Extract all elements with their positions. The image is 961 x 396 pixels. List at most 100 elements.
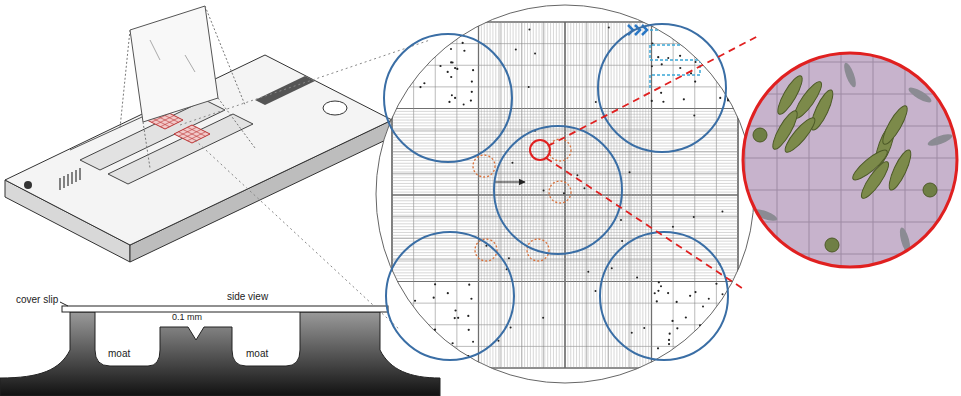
drawing-part xyxy=(62,306,388,312)
drawing-part xyxy=(702,305,704,307)
drawing-part xyxy=(463,103,465,105)
drawing-part xyxy=(705,33,707,35)
drawing-part xyxy=(743,53,957,267)
drawing-part xyxy=(753,128,767,142)
drawing-part xyxy=(729,61,731,63)
drawing-part xyxy=(392,267,738,268)
drawing-part xyxy=(598,24,726,152)
drawing-part xyxy=(651,100,653,102)
drawing-part xyxy=(619,22,620,368)
drawing-part xyxy=(392,269,738,270)
drawing-part xyxy=(642,22,643,368)
drawing-part xyxy=(255,76,315,105)
drawing-part xyxy=(426,45,428,47)
drawing-part xyxy=(546,158,742,288)
drawing-part xyxy=(412,343,414,345)
drawing-part xyxy=(392,212,738,213)
drawing-part xyxy=(183,130,201,139)
drawing-part xyxy=(392,249,738,250)
drawing-part xyxy=(608,22,609,368)
drawing-part xyxy=(180,40,430,125)
drawing-part xyxy=(456,68,458,70)
drawing-part xyxy=(590,22,591,368)
drawing-part xyxy=(446,356,448,358)
drawing-part xyxy=(732,55,734,57)
drawing-part xyxy=(457,317,459,319)
drawing-part xyxy=(730,158,961,159)
drawing-part xyxy=(707,318,709,320)
drawing-part xyxy=(710,41,712,43)
drawing-part xyxy=(395,347,397,349)
drawing-part xyxy=(409,329,411,331)
drawing-part xyxy=(494,126,622,254)
drawing-part xyxy=(620,219,622,221)
drawing-part xyxy=(75,170,76,182)
drawing-part xyxy=(661,63,663,65)
drawing-part xyxy=(400,360,402,362)
drawing-part xyxy=(733,283,735,285)
part-label: moat xyxy=(244,348,270,359)
drawing-part xyxy=(543,190,545,192)
drawing-part xyxy=(628,22,629,368)
drawing-part xyxy=(174,125,210,143)
drawing-part xyxy=(664,28,666,30)
drawing-part xyxy=(567,22,568,368)
drawing-part xyxy=(703,362,705,364)
drawing-part xyxy=(143,122,150,168)
drawing-part xyxy=(729,339,731,341)
drawing-part xyxy=(722,360,724,362)
drawing-part xyxy=(648,22,649,368)
drawing-part xyxy=(447,71,449,73)
drawing-part xyxy=(722,358,724,360)
drawing-part xyxy=(472,341,474,343)
drawing-part xyxy=(477,363,479,365)
drawing-part xyxy=(195,140,400,330)
drawing-part xyxy=(737,40,739,42)
drawing-part xyxy=(651,22,652,368)
drawing-part xyxy=(423,82,425,84)
drawing-part xyxy=(508,257,510,259)
drawing-part xyxy=(60,302,68,306)
drawing-part xyxy=(588,22,589,368)
drawing-part xyxy=(495,181,525,182)
drawing-part xyxy=(585,22,586,368)
drawing-part xyxy=(715,283,717,285)
drawing-part xyxy=(450,48,452,50)
drawing-part xyxy=(393,358,395,360)
drawing-part xyxy=(923,183,937,197)
drawing-part xyxy=(476,366,478,368)
drawing-part xyxy=(452,61,454,63)
micrograph xyxy=(546,35,961,288)
chamber-grid xyxy=(174,125,210,143)
drawing-part xyxy=(654,292,656,294)
drawing-part xyxy=(667,57,669,59)
drawing-part xyxy=(651,42,653,44)
drawing-part xyxy=(376,5,754,383)
drawing-part xyxy=(79,168,80,180)
drawing-part xyxy=(472,69,474,71)
drawing-part xyxy=(392,197,738,198)
drawing-part xyxy=(769,108,801,152)
drawing-part xyxy=(611,267,613,269)
drawing-part xyxy=(699,324,701,326)
drawing-part xyxy=(720,365,722,367)
drawing-part xyxy=(150,40,160,60)
drawing-part xyxy=(530,140,550,160)
part-label: cover slip xyxy=(14,294,60,305)
drawing-part xyxy=(392,195,738,196)
drawing-part xyxy=(634,22,635,368)
drawing-part xyxy=(685,316,687,318)
drawing-part xyxy=(120,30,130,128)
drawing-part xyxy=(669,333,671,335)
drawing-part xyxy=(434,283,436,285)
drawing-part xyxy=(392,281,738,282)
drawing-part xyxy=(694,291,696,293)
drawing-part xyxy=(188,132,206,141)
dimension-label: 0.1 mm xyxy=(170,313,204,323)
drawing-part xyxy=(693,216,695,218)
drawing-part xyxy=(63,176,64,188)
drawing-part xyxy=(660,285,662,287)
drawing-part xyxy=(671,320,673,322)
drawing-part xyxy=(730,126,961,127)
